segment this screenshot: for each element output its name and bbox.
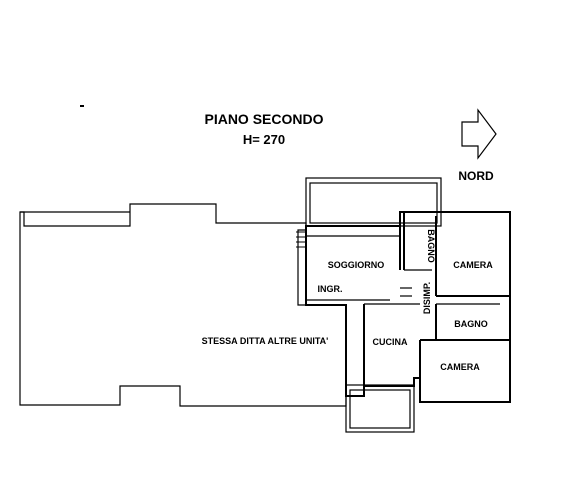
north-arrow-icon [461,108,497,160]
north-label: NORD [458,169,494,183]
room-label-soggiorno: SOGGIORNO [328,260,385,270]
stairs-icon [296,231,306,248]
plan-title: PIANO SECONDO [204,111,323,127]
balcony-bottom [345,384,415,433]
room-label-bagno-top: BAGNO [426,229,436,263]
room-label-altre-unita: STESSA DITTA ALTRE UNITA' [202,336,329,346]
balcony-top [305,177,442,227]
adjacent-units-outline [19,203,347,407]
room-label-ingresso: INGR. [317,284,342,294]
room-label-cucina: CUCINA [373,337,408,347]
plan-height-label: H= 270 [243,132,285,147]
room-label-camera-bottom: CAMERA [440,362,480,372]
room-label-disimpegno: DISIMP. [422,282,432,314]
apartment-outline [305,211,511,403]
room-label-camera-top: CAMERA [453,260,493,270]
room-label-bagno-right: BAGNO [454,319,488,329]
